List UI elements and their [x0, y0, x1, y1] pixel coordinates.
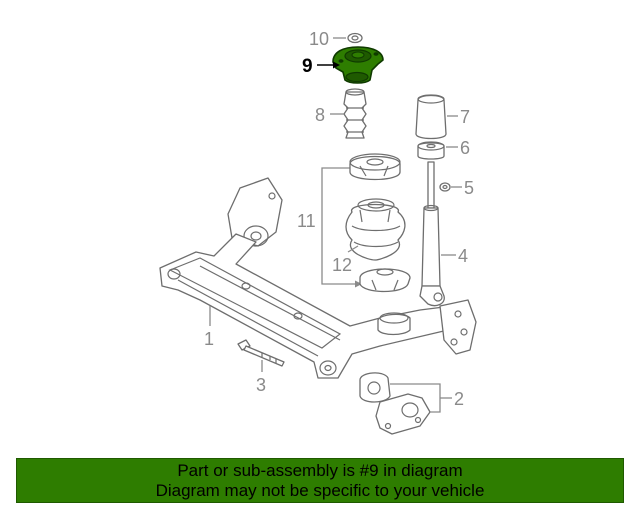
callout-7: 7 [460, 107, 470, 127]
banner-line-2: Diagram may not be specific to your vehi… [155, 481, 485, 500]
bracket-11 [321, 167, 360, 285]
part-4-shock-absorber[interactable] [419, 161, 445, 307]
banner-line-1: Part or sub-assembly is #9 in diagram [177, 461, 463, 480]
leader-12 [347, 245, 359, 253]
callout-1: 1 [204, 329, 214, 349]
info-banner: Part or sub-assembly is #9 in diagram Di… [16, 458, 624, 503]
callout-2: 2 [454, 389, 464, 409]
part-2-bushing-bracket[interactable] [359, 372, 431, 435]
part-1-axle-beam[interactable] [159, 177, 477, 379]
callout-12: 12 [332, 255, 352, 275]
part-7-dust-boot[interactable] [415, 94, 447, 140]
part-6-spacer[interactable] [417, 141, 445, 160]
part-10-nut[interactable] [347, 32, 363, 44]
part-9-strut-mount[interactable] [332, 46, 384, 84]
callout-11: 11 [297, 211, 316, 231]
callout-9: 9 [302, 56, 313, 77]
callout-5: 5 [464, 178, 474, 198]
bracket-11-arrow-bottom [355, 280, 362, 288]
part-3-bolt[interactable] [237, 339, 285, 367]
part-5-nut[interactable] [439, 182, 451, 192]
callout-10: 10 [309, 29, 329, 49]
callout-8: 8 [315, 105, 325, 125]
leader-9-arrowhead [333, 61, 340, 69]
parts-diagram: 10 9 8 7 6 5 [159, 29, 477, 435]
callout-6: 6 [460, 138, 470, 158]
callout-3: 3 [256, 375, 266, 395]
part-lower-spring-pad[interactable] [359, 268, 411, 293]
part-8-bump-stop[interactable] [343, 88, 367, 139]
callout-4: 4 [458, 246, 468, 266]
part-upper-spring-pad[interactable] [349, 153, 401, 181]
part-12-rubber-spring[interactable] [345, 198, 406, 261]
